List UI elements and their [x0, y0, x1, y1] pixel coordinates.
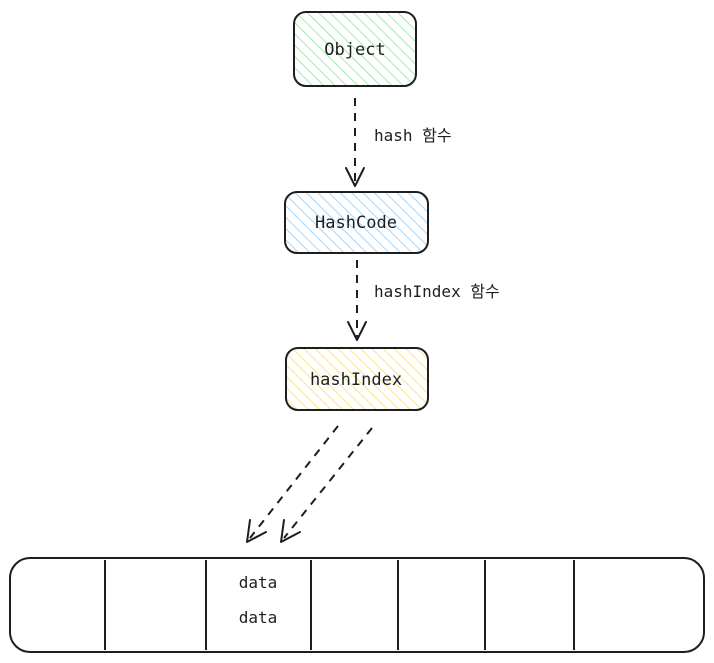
hashcode-box [284, 191, 429, 254]
index-arrow-right [280, 427, 373, 543]
hashindex-box [285, 347, 429, 411]
hashcode-label: HashCode [315, 213, 397, 233]
index-arrow-left [246, 425, 339, 543]
hashcode-node[interactable]: HashCode [284, 191, 429, 254]
cell-data-2: data [239, 608, 278, 627]
object-node[interactable]: Object [293, 11, 417, 87]
hashindex-label: hashIndex [310, 370, 402, 390]
hashindex-function-label: hashIndex 함수 [374, 282, 500, 301]
array-container [9, 557, 705, 653]
hash-array: data data [9, 557, 705, 653]
object-label: Object [324, 40, 385, 60]
hashindex-function-arrow [347, 260, 367, 341]
cell-data-1: data [239, 573, 278, 592]
hash-function-arrow [345, 98, 365, 187]
array-cell-target[interactable]: data data [239, 573, 278, 627]
hashindex-node[interactable]: hashIndex [285, 347, 429, 411]
object-box [293, 11, 417, 87]
hash-function-label: hash 함수 [374, 126, 452, 145]
